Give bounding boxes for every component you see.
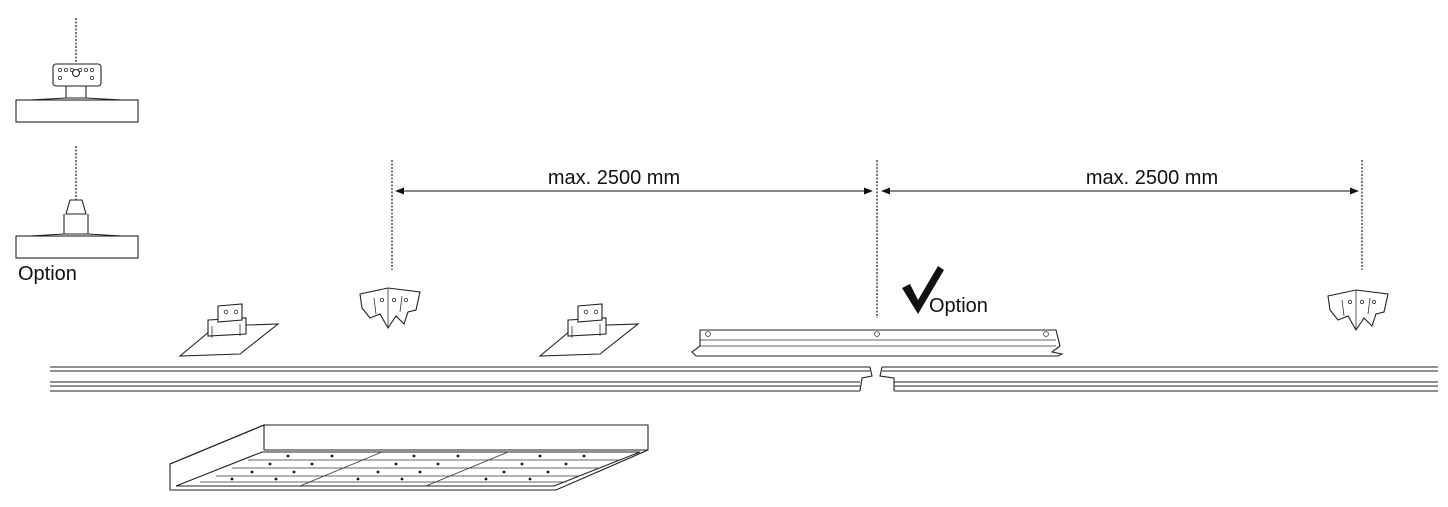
pendant-clamp (65, 199, 87, 215)
rail-profile (65, 86, 87, 99)
luminaire (169, 424, 649, 491)
mounting-rail (50, 366, 1438, 392)
dimension-left: max. 2500 mm (395, 167, 873, 195)
led-modules (200, 451, 620, 487)
luminaire-body (15, 235, 139, 259)
hanger-clip-1 (359, 287, 421, 330)
dimension-label-right: max. 2500 mm (1086, 167, 1218, 189)
option-label-check: Option (929, 295, 988, 317)
pendant-bracket-detail (15, 18, 139, 123)
connector-rail (691, 329, 1064, 357)
mounting-bracket-2 (538, 303, 640, 357)
check-mark-icon (902, 266, 944, 314)
luminaire-body (15, 99, 139, 123)
mounting-bracket-plate (52, 63, 102, 87)
option-label-left: Option (18, 263, 77, 285)
rail-profile (63, 214, 89, 235)
pendant-option-detail: Option (15, 146, 139, 285)
dimension-label-left: max. 2500 mm (548, 167, 680, 189)
bracket-holes (58, 68, 95, 81)
dimension-right: max. 2500 mm (881, 167, 1359, 195)
luminaire-edge (169, 424, 265, 465)
option-check: Option (902, 266, 988, 317)
mounting-bracket-1 (178, 303, 280, 357)
luminaire-diffuser (175, 451, 641, 487)
hanger-clip-2 (1327, 289, 1389, 332)
